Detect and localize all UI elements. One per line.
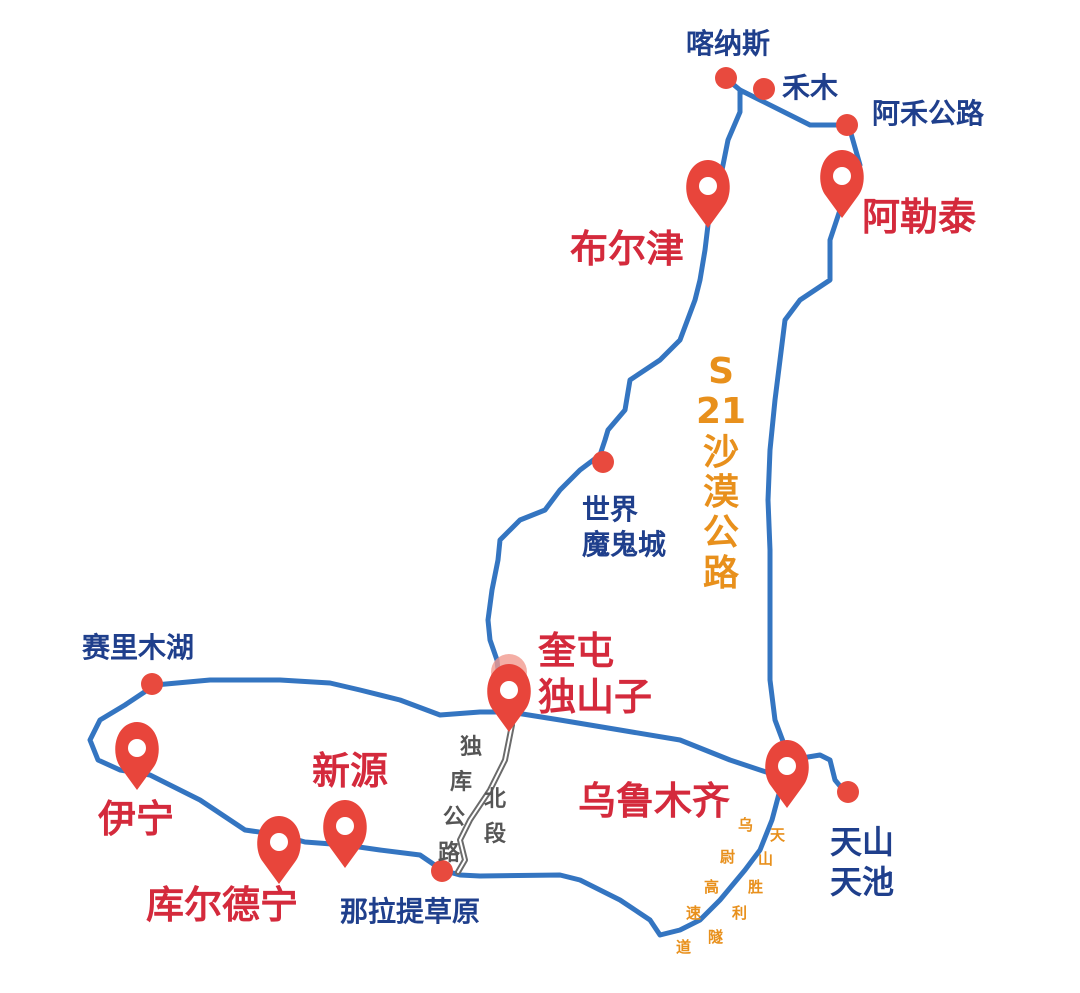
s21-char: 漠 <box>703 471 740 513</box>
tunnel-right-char: 隧 <box>708 928 724 946</box>
label-burqin: 布尔津 <box>570 227 685 271</box>
label-hemu: 禾木 <box>782 71 839 104</box>
tunnel-right-char: 天 <box>770 826 786 844</box>
tunnel-left-char: 尉 <box>720 848 736 866</box>
route-dots <box>141 67 859 882</box>
label-tianchi: 天山 天池 <box>830 822 894 902</box>
dot-ghost-city <box>592 451 614 473</box>
duku-char: 公 <box>443 805 466 831</box>
label-north-section: 北 段 <box>484 782 506 852</box>
dot-kanas <box>715 67 737 89</box>
dot-nalati <box>431 860 453 882</box>
label-ahe-road: 阿禾公路 <box>872 97 985 130</box>
label-ghost-city-line1: 世界 <box>582 493 639 526</box>
dot-tianchi <box>837 781 859 803</box>
route-lines <box>85 77 865 940</box>
label-xinyuan: 新源 <box>312 749 389 793</box>
dot-hemu <box>753 78 775 100</box>
north-char: 段 <box>484 822 507 848</box>
duku-char: 路 <box>438 840 461 866</box>
tunnel-right-char: 胜 <box>748 878 764 896</box>
label-tianchi-line1: 天山 <box>830 823 895 861</box>
route-main <box>87 87 863 938</box>
s21-char: 公 <box>703 512 740 554</box>
label-tianchi-line2: 天池 <box>830 863 895 901</box>
label-kuitun: 奎屯 <box>538 629 615 673</box>
north-char: 北 <box>484 787 507 812</box>
label-ghost-city-line2: 魔鬼城 <box>582 528 667 561</box>
s21-char: 路 <box>703 552 740 594</box>
tunnel-left-char: 道 <box>676 938 692 956</box>
map-pins <box>115 138 864 884</box>
duku-char: 库 <box>450 770 473 796</box>
pin-urumqi <box>765 728 809 808</box>
duku-char: 独 <box>460 735 483 760</box>
s21-char: 沙 <box>703 431 740 473</box>
label-nalati: 那拉提草原 <box>340 895 481 928</box>
route-tianchi-spur <box>787 752 848 795</box>
label-ghost-city: 世界 魔鬼城 <box>582 492 666 562</box>
tunnel-left-char: 高 <box>704 878 720 896</box>
label-duku-highway: 独 库 公 路 <box>426 730 482 871</box>
pin-xinyuan <box>323 788 367 868</box>
pin-korgas <box>257 804 301 884</box>
label-s21-highway: S 21 沙 漠 公 路 <box>696 351 747 594</box>
dot-ahe <box>836 114 858 136</box>
tunnel-left-char: 速 <box>686 904 702 922</box>
label-yining: 伊宁 <box>98 797 175 841</box>
tunnel-left-char: 乌 <box>738 816 754 834</box>
label-sayram: 赛里木湖 <box>82 631 195 664</box>
label-korgas: 库尔德宁 <box>146 883 299 927</box>
duku-north-road-inner <box>457 724 513 873</box>
s21-char: S <box>708 351 735 392</box>
tunnel-right-char: 利 <box>732 904 748 922</box>
label-aletai: 阿勒泰 <box>862 195 977 239</box>
label-kanas: 喀纳斯 <box>686 27 771 60</box>
s21-char: 21 <box>696 391 747 433</box>
dot-sayram <box>141 673 163 695</box>
label-dushanzi: 独山子 <box>538 675 653 719</box>
label-urumqi: 乌鲁木齐 <box>578 779 731 823</box>
tunnel-right-char: 山 <box>758 850 774 868</box>
